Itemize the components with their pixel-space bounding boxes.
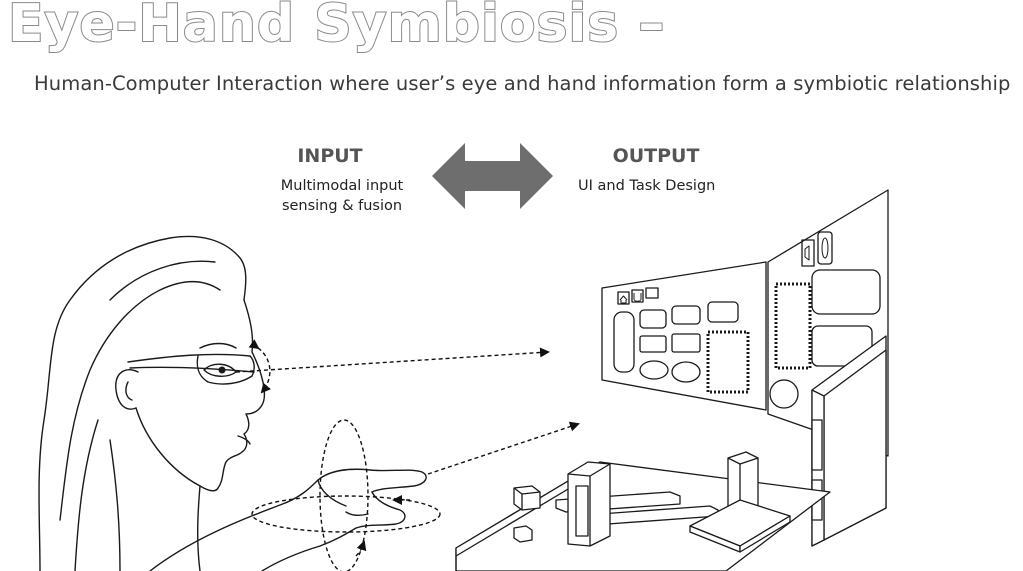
speaker-icon: [801, 239, 815, 267]
pointing-arrow: [427, 421, 580, 475]
page-subtitle: Human-Computer Interaction where user’s …: [34, 72, 1011, 95]
input-line-1: Multimodal input: [280, 178, 404, 194]
hand-motion-indicators: [251, 419, 441, 571]
eye-rotation-arrow: [248, 339, 272, 394]
ui-panel-1: [601, 261, 767, 411]
tag-icon: [645, 287, 659, 299]
output-line-1: UI and Task Design: [578, 178, 716, 194]
magnet-icon: [631, 289, 644, 303]
gaze-arrow: [235, 347, 550, 373]
output-description: UI and Task Design: [578, 176, 738, 196]
input-line-2: sensing & fusion: [281, 198, 403, 214]
home-icon: [617, 291, 630, 305]
ui-scene: [455, 189, 889, 571]
input-description: Multimodal input sensing & fusion: [262, 176, 422, 216]
paperclip-icon: [817, 231, 833, 265]
double-headed-arrow-icon: [432, 143, 553, 209]
output-heading: OUTPUT: [612, 145, 700, 167]
input-heading: INPUT: [297, 145, 363, 167]
page-title: Eye-Hand Symbiosis –: [7, 0, 666, 55]
user-hand-drawing: [149, 468, 427, 571]
user-head-drawing: [38, 235, 266, 571]
horizontal-rotation-ellipse: [251, 495, 441, 533]
